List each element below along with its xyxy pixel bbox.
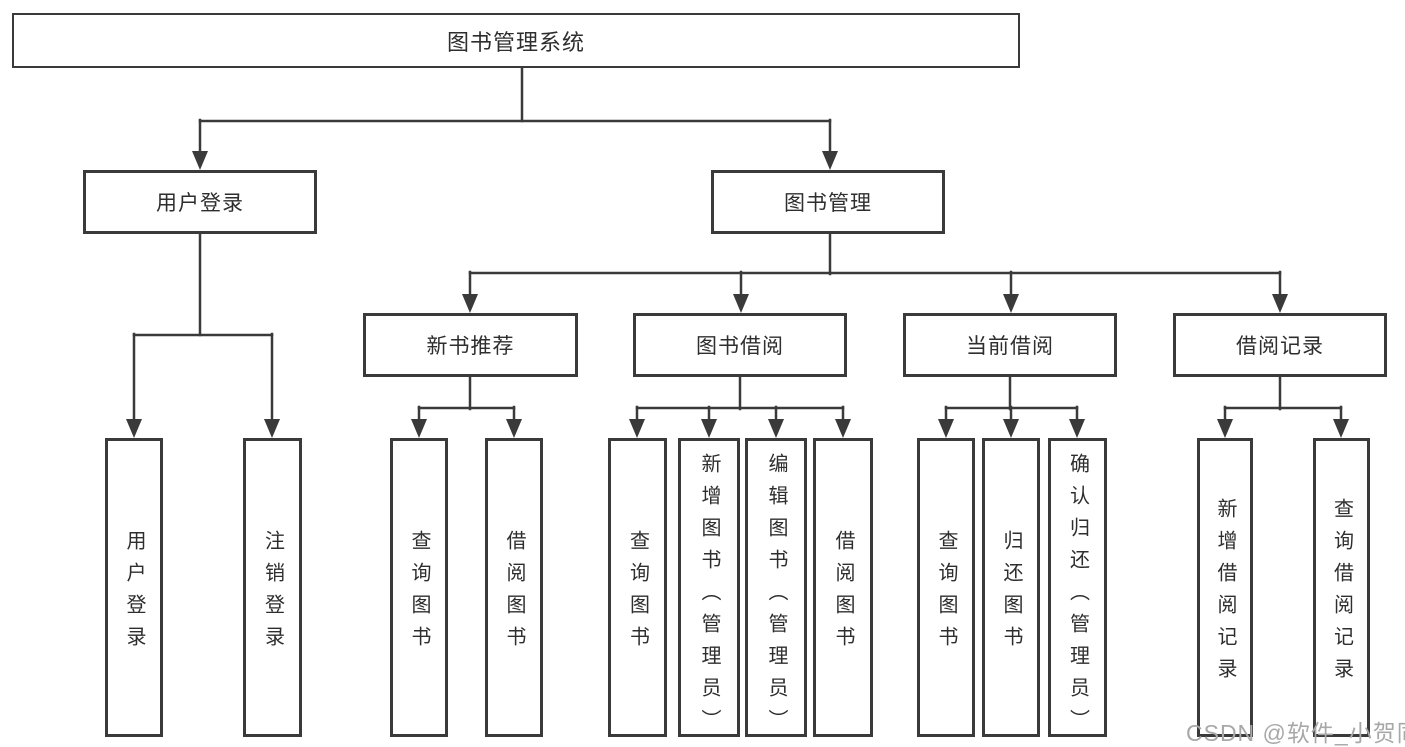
node-book-mgmt: 图书管理 — [711, 170, 945, 234]
node-root-label: 图书管理系统 — [446, 29, 585, 55]
csdn-watermark: CSDN @软件_小贺同学 — [1186, 720, 1405, 746]
leaf-borrow-query-label: 查询图书 — [626, 529, 649, 658]
leaf-current-return-label: 归还图书 — [1000, 529, 1022, 658]
leaf-current-return: 归还图书 — [982, 438, 1040, 737]
leaf-newbooks-borrow: 借阅图书 — [485, 438, 543, 737]
node-new-books: 新书推荐 — [363, 313, 578, 377]
leaf-current-confirm-label: 确认归还（管理员） — [1066, 453, 1089, 741]
node-book-mgmt-label: 图书管理 — [784, 192, 872, 215]
node-book-borrow: 图书借阅 — [633, 313, 847, 377]
node-current-borrow-label: 当前借阅 — [966, 335, 1054, 358]
leaf-borrow-book-label: 借阅图书 — [832, 529, 854, 658]
leaf-user-login-label: 用户登录 — [123, 529, 145, 658]
leaf-borrow-add-label: 新增图书（管理员） — [698, 453, 720, 741]
leaf-borrow-book: 借阅图书 — [813, 438, 873, 737]
arrowheads — [126, 151, 1349, 438]
node-user-login-label: 用户登录 — [156, 192, 244, 215]
node-current-borrow: 当前借阅 — [903, 313, 1117, 377]
leaf-borrow-edit: 编辑图书（管理员） — [745, 438, 807, 741]
leaf-records-query-label: 查询借阅记录 — [1330, 497, 1353, 690]
leaf-records-add-label: 新增借阅记录 — [1214, 497, 1236, 690]
leaf-current-query: 查询图书 — [917, 438, 975, 737]
leaf-newbooks-borrow-label: 借阅图书 — [503, 529, 525, 658]
leaf-current-confirm: 确认归还（管理员） — [1048, 438, 1107, 741]
leaf-borrow-edit-label: 编辑图书（管理员） — [765, 453, 787, 741]
node-borrow-records: 借阅记录 — [1173, 313, 1387, 377]
node-book-borrow-label: 图书借阅 — [696, 335, 784, 358]
leaf-logout: 注销登录 — [243, 438, 302, 737]
leaf-records-add: 新增借阅记录 — [1197, 438, 1253, 737]
leaf-newbooks-query: 查询图书 — [390, 438, 448, 737]
leaf-current-query-label: 查询图书 — [935, 529, 957, 658]
node-root: 图书管理系统 — [12, 13, 1020, 68]
leaf-logout-label: 注销登录 — [261, 529, 284, 658]
leaf-newbooks-query-label: 查询图书 — [408, 529, 430, 658]
leaf-records-query: 查询借阅记录 — [1313, 438, 1370, 737]
node-borrow-records-label: 借阅记录 — [1236, 335, 1324, 358]
node-user-login: 用户登录 — [83, 170, 317, 234]
leaf-user-login: 用户登录 — [105, 438, 163, 737]
leaf-borrow-add: 新增图书（管理员） — [678, 438, 740, 741]
node-new-books-label: 新书推荐 — [426, 335, 515, 358]
leaf-borrow-query: 查询图书 — [608, 438, 667, 737]
